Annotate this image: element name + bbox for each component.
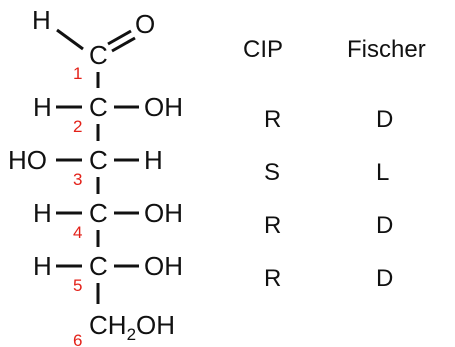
cip-row-3: S bbox=[264, 159, 280, 186]
carbon-number-2: 2 bbox=[73, 117, 82, 136]
cip-row-2: R bbox=[264, 106, 281, 133]
cip-row-5: R bbox=[264, 265, 281, 292]
row-4-left: H bbox=[33, 198, 52, 228]
cip-row-4: R bbox=[264, 212, 281, 239]
carbonyl-double-bond-b bbox=[111, 36, 136, 53]
carbon-1: C bbox=[89, 40, 108, 70]
carbon-3: C bbox=[89, 145, 108, 175]
aldehyde-oxygen: O bbox=[135, 9, 155, 39]
aldehyde-hydrogen: H bbox=[32, 5, 51, 35]
terminal-ch2oh: CH2OH bbox=[89, 310, 175, 344]
row-3-right: H bbox=[144, 145, 163, 175]
carbon-number-1: 1 bbox=[73, 64, 82, 83]
row-3-left: HO bbox=[8, 145, 47, 175]
carbon-number-4: 4 bbox=[73, 223, 82, 242]
aldehyde-h-bond bbox=[56, 28, 84, 51]
carbon-number-3: 3 bbox=[73, 170, 82, 189]
row-4-right: OH bbox=[144, 198, 183, 228]
header-fischer: Fischer bbox=[347, 36, 426, 63]
fischer-row-5: D bbox=[376, 265, 393, 292]
fischer-row-3: L bbox=[376, 159, 389, 186]
terminal-prefix: CH bbox=[89, 310, 127, 340]
fischer-row-2: D bbox=[376, 106, 393, 133]
carbon-number-6: 6 bbox=[73, 331, 82, 347]
row-2-left: H bbox=[33, 92, 52, 122]
carbon-2: C bbox=[89, 92, 108, 122]
header-cip: CIP bbox=[243, 36, 283, 63]
row-2-right: OH bbox=[144, 92, 183, 122]
carbon-5: C bbox=[89, 251, 108, 281]
row-5-left: H bbox=[33, 251, 52, 281]
terminal-suffix: OH bbox=[136, 310, 175, 340]
carbon-4: C bbox=[89, 198, 108, 228]
carbonyl-double-bond-a bbox=[107, 29, 132, 46]
carbon-number-5: 5 bbox=[73, 276, 82, 295]
terminal-subscript: 2 bbox=[127, 325, 136, 344]
row-5-right: OH bbox=[144, 251, 183, 281]
fischer-row-4: D bbox=[376, 212, 393, 239]
